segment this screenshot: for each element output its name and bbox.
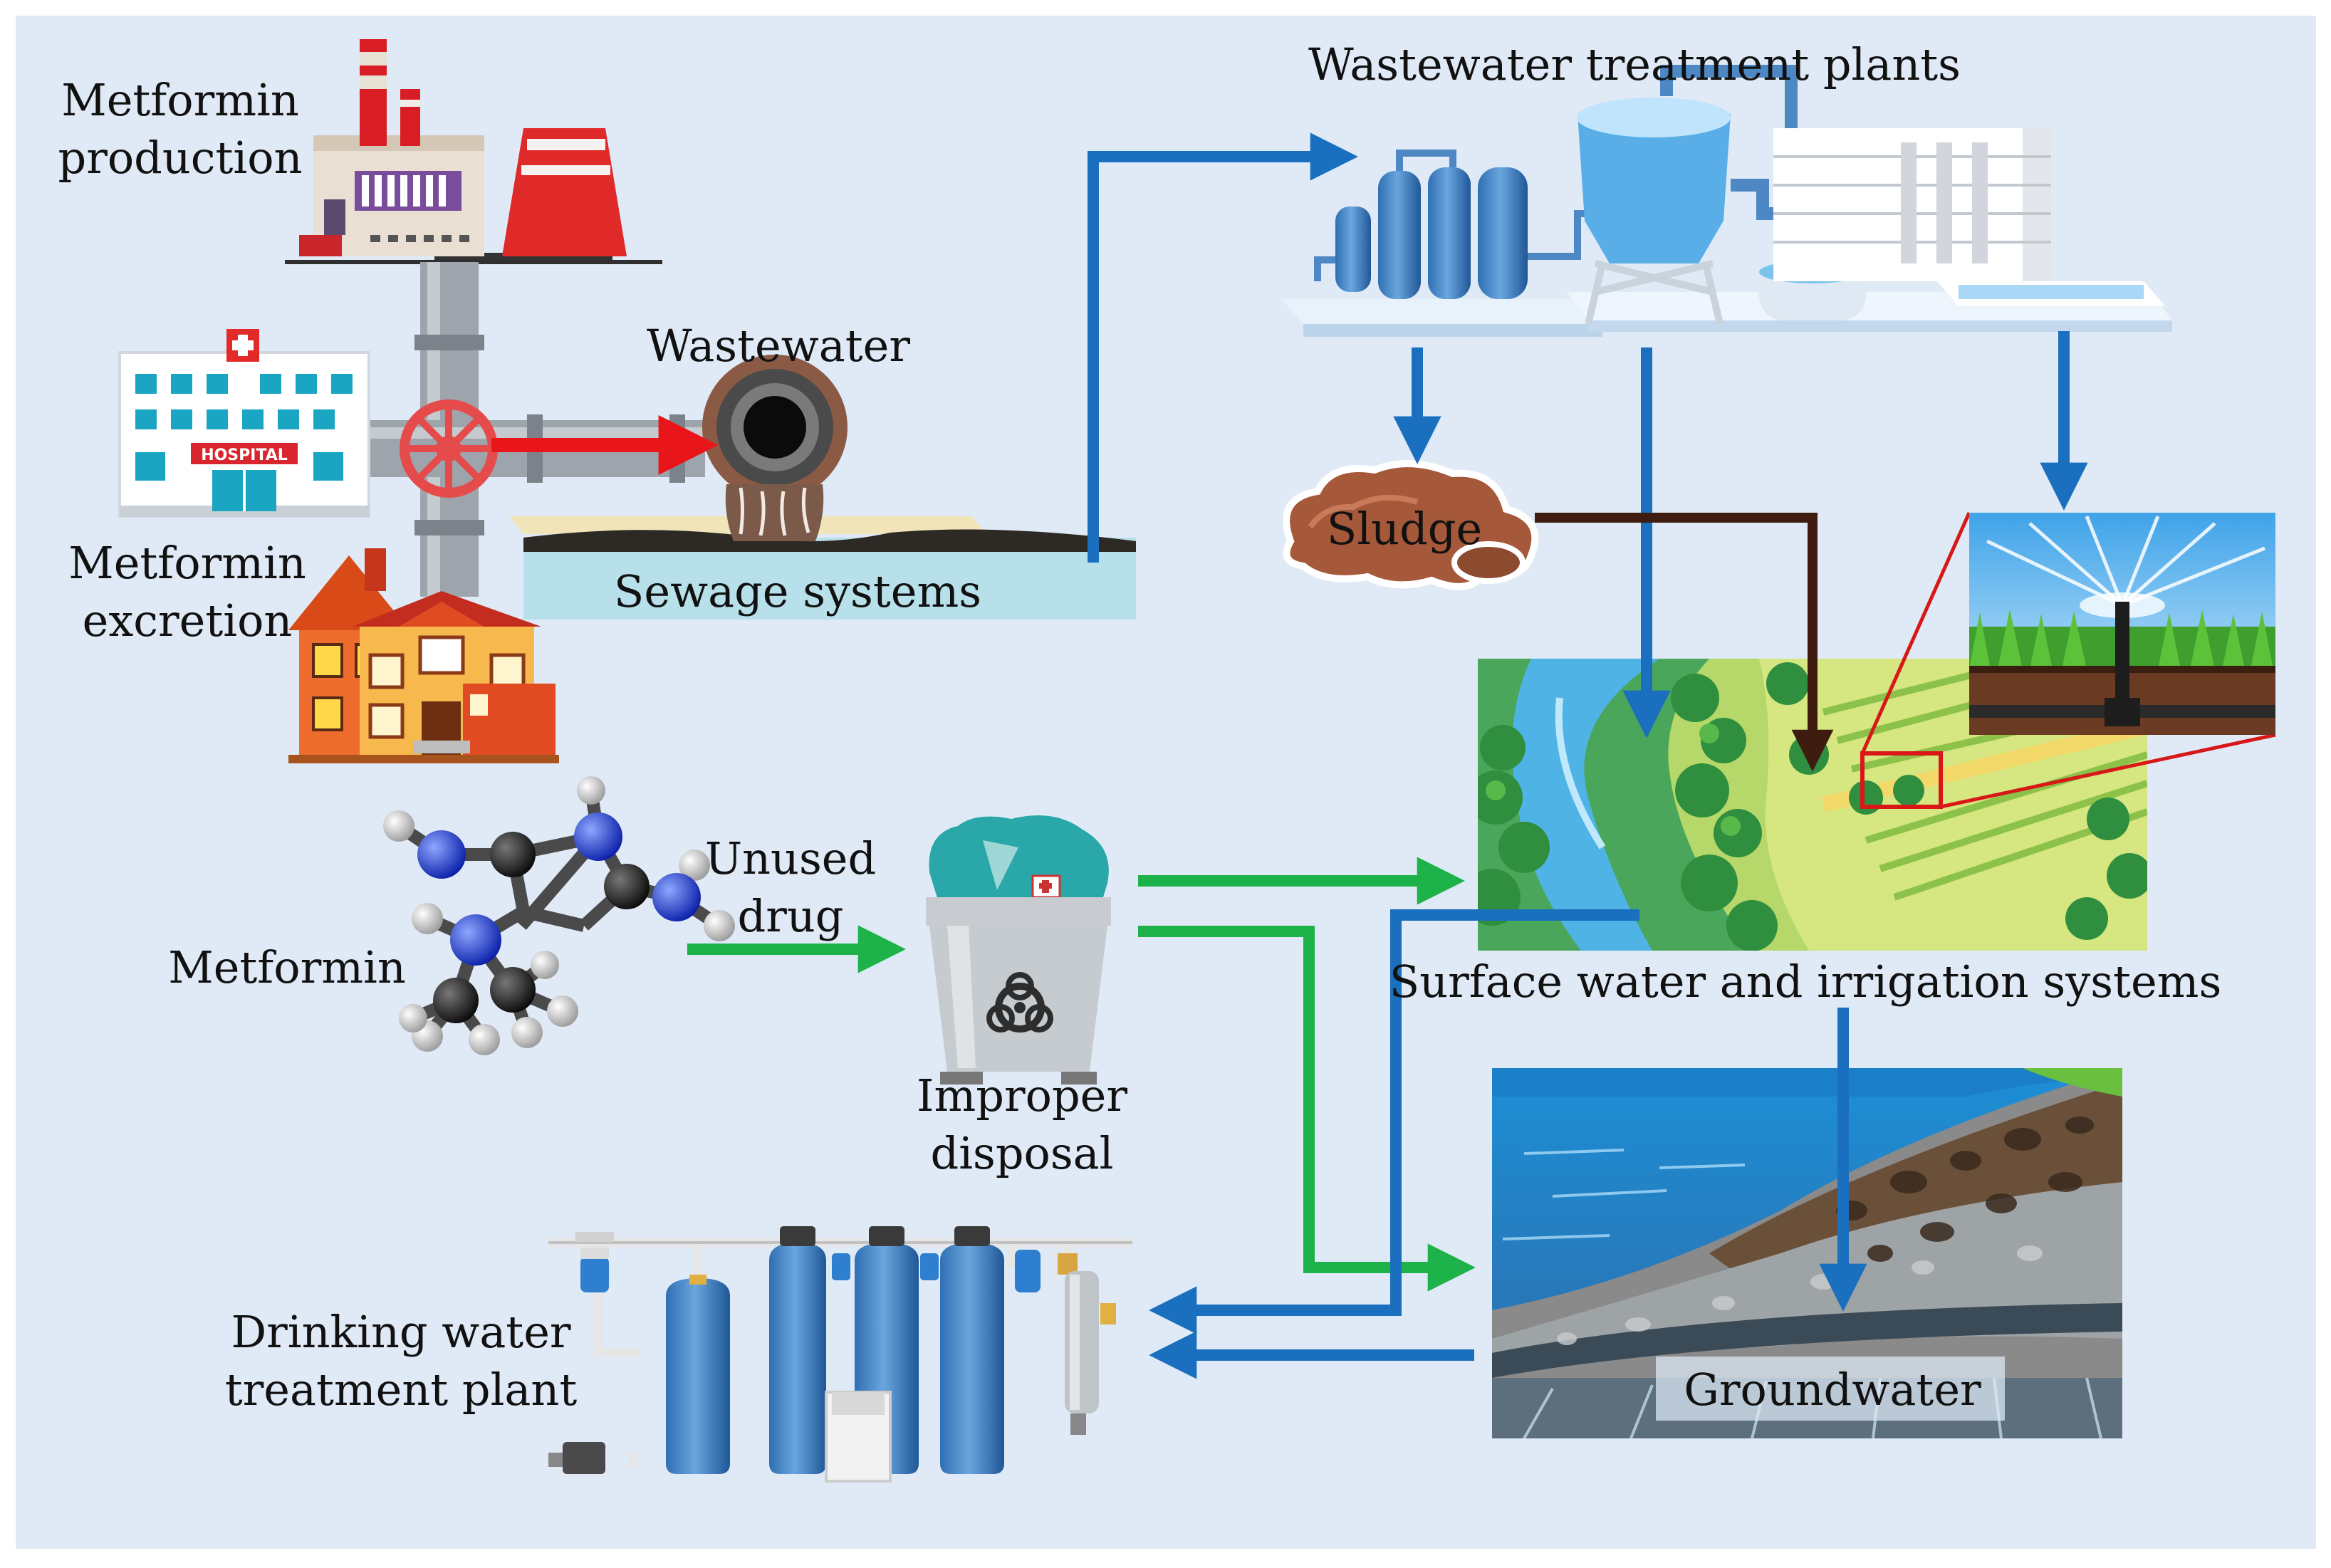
groundwater-label-box <box>1656 1357 2005 1421</box>
zoom-line-top <box>1860 511 1971 755</box>
arrow-disposal-to-groundwater <box>1138 926 1476 1292</box>
soil-cross-section-icon <box>1492 1068 2122 1438</box>
sludge-pile-icon <box>1283 460 1539 590</box>
surface-water-label: Surface water and irrigation systems <box>1389 956 2222 1008</box>
sewage-systems-label: Sewage systems <box>614 565 981 617</box>
sludge-label: Sludge <box>1327 503 1482 555</box>
drinking-water-label-line1: Drinking water <box>231 1306 570 1358</box>
metformin-excretion-label-line2: excretion <box>83 595 293 647</box>
factory-icon <box>285 39 662 264</box>
biohazard-bin-icon <box>926 815 1111 1084</box>
flow-arrows <box>491 132 2088 1379</box>
hospital-sign-text: HOSPITAL <box>201 446 288 464</box>
houses-icon <box>288 548 559 763</box>
metformin-molecule-icon <box>383 776 735 1055</box>
diagram-labels: Metformin production Wastewater Metformi… <box>58 38 2222 1416</box>
improper-disposal-label-line2: disposal <box>931 1127 1114 1179</box>
arrow-sludge-to-fields <box>1535 513 1834 772</box>
arrow-sewage-to-wwtp <box>1088 132 1358 563</box>
water-filter-tanks-icon <box>548 1226 1132 1483</box>
wwtp-label: Wastewater treatment plants <box>1308 38 1961 90</box>
zoom-highlight-box <box>1860 751 1943 809</box>
hospital-icon: HOSPITAL <box>118 329 370 518</box>
drinking-water-label-line2: treatment plant <box>225 1364 578 1416</box>
groundwater-label: Groundwater <box>1684 1364 1981 1416</box>
wastewater-label: Wastewater <box>647 320 910 372</box>
improper-disposal-label-line1: Improper <box>917 1070 1127 1122</box>
arrow-surface-to-drinking-water <box>1149 909 1639 1334</box>
irrigation-sprinkler-icon <box>1969 513 2275 735</box>
sewer-pipe-icon <box>509 355 1136 620</box>
metformin-production-label-line2: production <box>58 132 303 184</box>
metformin-production-label-line1: Metformin <box>61 74 299 126</box>
zoom-line-bottom <box>1940 733 2276 809</box>
unused-drug-label-line1: Unused <box>705 832 876 884</box>
metformin-excretion-label-line1: Metformin <box>68 537 306 589</box>
unused-drug-label-line2: drug <box>738 890 844 942</box>
treatment-plant-icon <box>1282 65 2172 337</box>
metformin-label: Metformin <box>168 941 406 993</box>
